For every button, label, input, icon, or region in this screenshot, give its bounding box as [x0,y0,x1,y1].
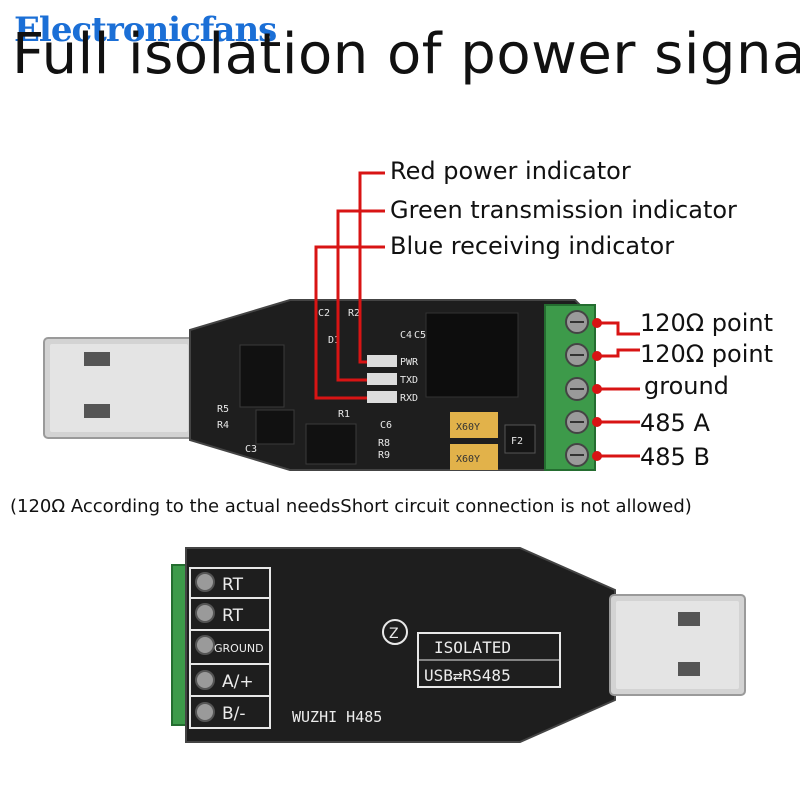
terminal-silk-label: B/- [222,704,246,724]
silkscreen-label: F2 [511,436,523,447]
led-pwr [367,355,397,367]
silkscreen-label: C2 [318,308,330,319]
silkscreen-label: R2 [348,308,360,319]
terminal-label-ground: ground [644,372,729,400]
silkscreen-label: C5 [414,330,426,341]
terminal-label-120-1: 120Ω point [640,309,773,337]
callout-green-transmission: Green transmission indicator [390,196,737,224]
silkscreen-label: C3 [245,444,257,455]
silkscreen-label: R9 [378,450,390,461]
silkscreen-label: C4 [400,330,412,341]
silkscreen-label: R4 [217,420,229,431]
terminal-label-485b: 485 B [640,443,710,471]
callout-lines [314,171,640,458]
watermark-logo: Electronicfans [14,10,277,50]
isolated-label: ISOLATED [434,638,511,657]
terminal-silk-label: RT [222,606,244,626]
silkscreen-label: PWR [400,357,419,368]
silkscreen-label: X60Y [456,454,480,465]
usage-note: (120Ω According to the actual needsShort… [10,496,692,517]
silkscreen-label: TXD [400,375,418,386]
terminal-silk-label: A/+ [222,672,254,692]
terminal-label-485a: 485 A [640,409,710,437]
bottom-board: Z [171,547,746,743]
led-rxd [367,391,397,403]
svg-text:Z: Z [389,626,399,642]
silkscreen-label: D1 [328,335,340,346]
usb-rs485-label: USB⇄RS485 [424,666,511,685]
callout-blue-receiving: Blue receiving indicator [390,232,675,260]
led-txd [367,373,397,385]
model-label: WUZHI H485 [292,708,382,726]
silkscreen-label: RXD [400,393,418,404]
silkscreen-label: X60Y [456,422,480,433]
headline: Full isolation of power signal [12,22,800,87]
terminal-label-120-2: 120Ω point [640,340,773,368]
silkscreen-label: C6 [380,420,392,431]
terminal-silk-label: GROUND [214,642,264,655]
silkscreen-label: R8 [378,438,390,449]
terminal-silk-label: RT [222,575,244,595]
callout-red-power: Red power indicator [390,157,631,185]
silkscreen-label: R1 [338,409,350,420]
bottom-silkscreen: RT RT GROUND A/+ B/- ISOLATED USB⇄RS485 … [214,575,511,726]
top-silkscreen: C2 R2 C4 C5 D1 PWR TXD RXD R1 C6 R8 R9 R… [217,308,523,465]
silkscreen-label: R5 [217,404,229,415]
top-board [43,299,596,471]
